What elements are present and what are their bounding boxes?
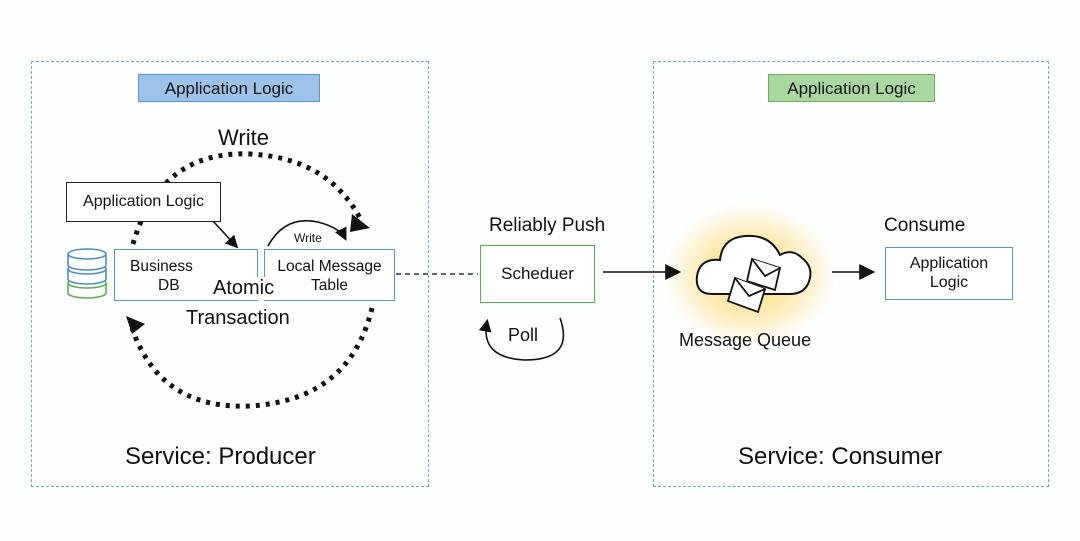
small-write-arc (267, 219, 347, 247)
consumer-service-title: Service: Consumer (738, 443, 943, 470)
message-queue-label: Message Queue (679, 330, 812, 350)
database-stack-icon (67, 248, 107, 299)
small-write-label: Write (294, 231, 322, 245)
scheduler-box: Scheduer (480, 245, 595, 303)
application-logic-box: Application Logic (66, 182, 221, 222)
poll-circular-arrow (478, 317, 565, 361)
write-label: Write (218, 125, 269, 150)
write-arc-arrowhead (350, 214, 370, 232)
local-message-table-line1: Local Message (277, 258, 382, 275)
app-logic-to-db-arrow (211, 219, 239, 249)
consume-label: Consume (884, 215, 966, 236)
reliably-push-label: Reliably Push (489, 215, 606, 236)
consumer-app-logic-line1: Application (909, 255, 989, 272)
consumer-application-logic-tag: Application Logic (768, 74, 935, 102)
atomic-label: Atomic (211, 277, 277, 300)
local-message-table-box: Local Message Table (264, 249, 395, 301)
business-db-line1: Business (130, 258, 193, 275)
local-message-table-line2: Table (310, 277, 349, 294)
return-arc-arrowhead (126, 316, 145, 334)
consumer-application-logic-box: Application Logic (885, 247, 1013, 300)
consumer-service-container (653, 61, 1049, 487)
producer-service-title: Service: Producer (125, 443, 316, 470)
transaction-label: Transaction (186, 307, 290, 329)
business-db-line2: DB (158, 277, 180, 294)
producer-application-logic-tag: Application Logic (138, 74, 320, 102)
return-dotted-arc (129, 307, 375, 409)
consumer-app-logic-line2: Logic (929, 274, 969, 291)
producer-service-container (31, 61, 429, 487)
poll-label: Poll (508, 325, 539, 345)
envelope-icon (726, 257, 782, 314)
business-db-box: Business DB (114, 249, 258, 301)
